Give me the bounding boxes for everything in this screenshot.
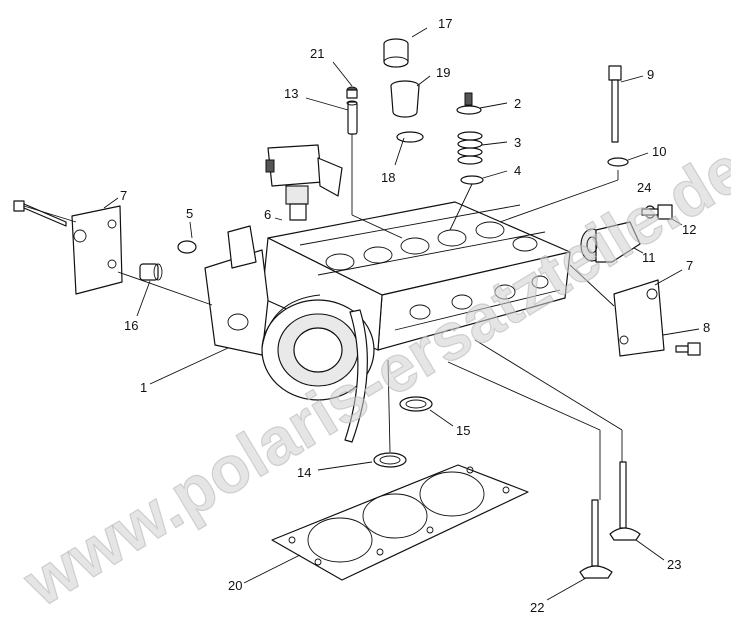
callout-18: 18 [381,170,395,185]
callout-23: 23 [667,557,681,572]
cap-17 [383,38,409,68]
callout-22: 22 [530,600,544,615]
bolt-12 [641,204,673,220]
callout-8: 8 [703,320,710,335]
bolt-8 [675,342,701,356]
callout-7-right: 7 [686,258,693,273]
valve-22 [579,499,613,579]
callout-10: 10 [652,144,666,159]
leader-lines [23,27,700,601]
tappet-19 [390,80,420,118]
bracket-7-left [13,200,123,295]
valve-23 [609,461,641,541]
seal-15 [399,396,433,412]
callout-9: 9 [647,67,654,82]
callout-7-left: 7 [120,188,127,203]
valve-guide-13 [346,100,358,135]
callout-2: 2 [514,96,521,111]
retainer-2 [456,92,482,115]
plug-5 [177,240,197,254]
callout-20: 20 [228,578,242,593]
housing-11 [580,221,641,263]
callout-6: 6 [264,207,271,222]
bolt-9 [608,65,622,143]
sleeve-16 [139,263,163,281]
callout-11: 11 [642,250,656,265]
callout-5: 5 [186,206,193,221]
callout-19: 19 [436,65,450,80]
callout-24: 24 [637,180,651,195]
callout-17: 17 [438,16,452,31]
washer-10 [607,157,629,167]
washer-4 [460,175,484,185]
callout-1: 1 [140,380,147,395]
callout-16: 16 [124,318,138,333]
o-ring-18 [396,131,424,143]
seal-21 [346,86,358,99]
head-gasket [271,464,529,581]
callout-3: 3 [514,135,521,150]
callout-14: 14 [297,465,311,480]
seal-14 [373,452,407,468]
callout-21: 21 [310,46,324,61]
bracket-7-right [613,279,665,357]
callout-labels: 17 21 19 9 13 2 3 10 4 18 7 5 24 6 12 11… [120,16,710,615]
cylinder-head [204,201,571,443]
callout-4: 4 [514,163,521,178]
callout-12: 12 [682,222,696,237]
fuel-injector-assembly [265,144,343,221]
callout-13: 13 [284,86,298,101]
callout-15: 15 [456,423,470,438]
valve-spring-3 [457,131,483,165]
